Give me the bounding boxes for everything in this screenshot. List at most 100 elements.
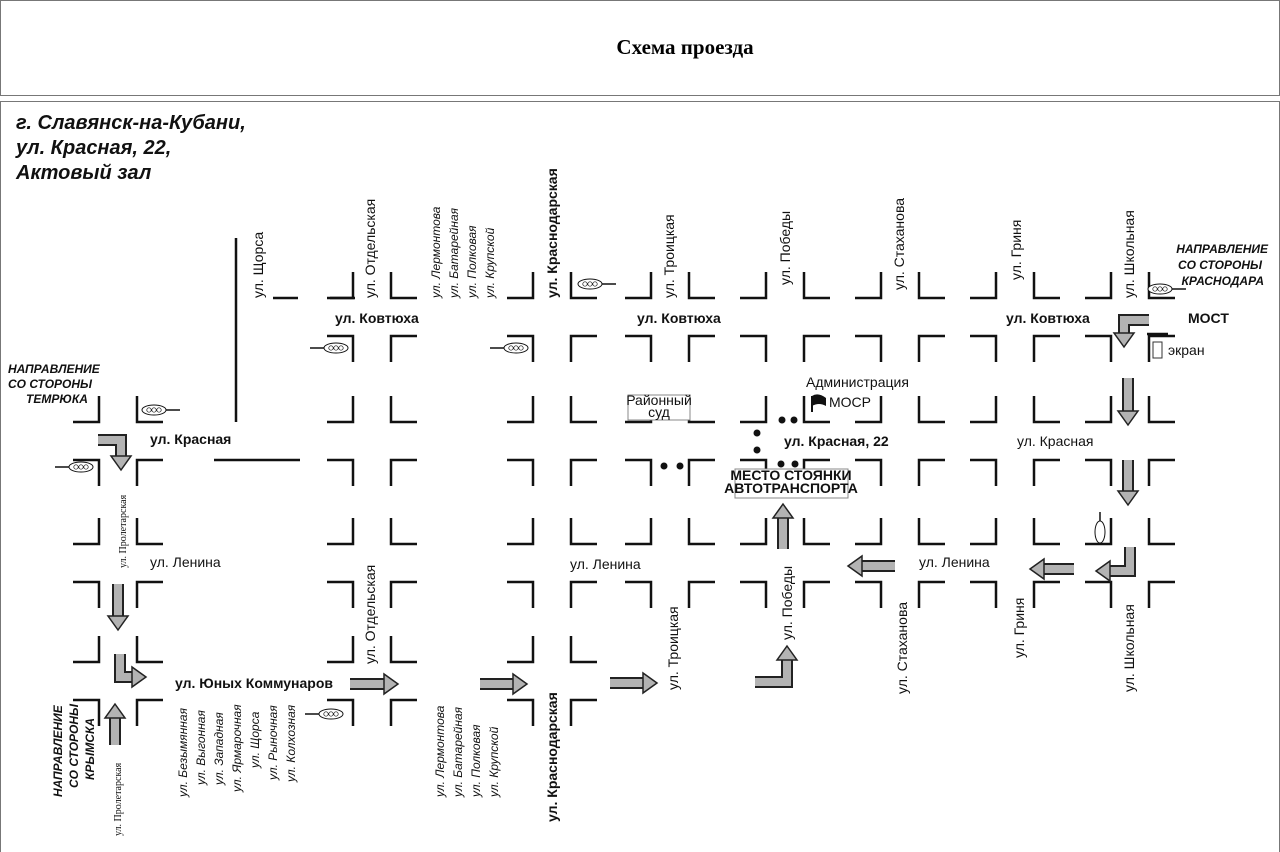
arrow-body <box>116 654 132 681</box>
street-grinya: ул. Гриня <box>1011 598 1027 658</box>
road-corner <box>389 698 417 726</box>
road-corner <box>507 396 535 424</box>
road-corner <box>389 272 417 300</box>
street-stakhanova: ул. Стаханова <box>894 602 910 694</box>
road-corner <box>802 580 830 608</box>
arrow-head <box>103 702 127 719</box>
road-corner <box>135 396 163 424</box>
street-zapadnaya: ул. Западная <box>212 712 226 786</box>
street-otdelskaya: ул. Отдельская <box>362 565 378 664</box>
road-corner <box>1085 272 1113 300</box>
header: Схема проезда <box>0 0 1280 96</box>
road-corner <box>507 272 535 300</box>
road-corner <box>687 458 715 486</box>
road-corner <box>327 458 355 486</box>
street-lenina: ул. Ленина <box>570 556 641 572</box>
parking-dot <box>777 460 785 468</box>
road-corner <box>970 458 998 486</box>
street-polkovaya: ул. Полковая <box>465 225 479 299</box>
street-lermontova: ул. Лермонтова <box>429 206 443 299</box>
road-corner <box>970 272 998 300</box>
street-rynochnaya: ул. Рыночная <box>266 705 280 781</box>
arrow-left <box>1028 557 1074 581</box>
road-corner <box>1085 518 1113 546</box>
road-corner <box>507 334 535 362</box>
road-corner <box>970 518 998 546</box>
road-corner <box>507 518 535 546</box>
road-corner <box>327 396 355 424</box>
arrow-head <box>771 502 795 519</box>
road-corner <box>625 518 653 546</box>
arrow-turn-right <box>114 654 148 689</box>
road-corner <box>917 334 945 362</box>
road-corner <box>1032 334 1060 362</box>
arrow-up <box>103 702 127 745</box>
direction-temryuk: ТЕМРЮКА <box>26 392 88 406</box>
arrow-body <box>98 436 125 456</box>
traffic-light-icon <box>141 404 180 416</box>
road-corner <box>740 580 768 608</box>
road-corner <box>625 334 653 362</box>
road-corner <box>802 272 830 300</box>
road-corner <box>327 518 355 546</box>
direction-temryuk: СО СТОРОНЫ <box>8 377 93 391</box>
route-arrows <box>98 314 1149 745</box>
road-corner <box>73 518 101 546</box>
road-corner <box>569 698 597 726</box>
road-corner <box>740 334 768 362</box>
traffic-light-icon <box>490 342 529 354</box>
flag-icon <box>811 394 826 412</box>
road-corner <box>135 636 163 664</box>
road-corner <box>917 580 945 608</box>
street-troitskaya: ул. Троицкая <box>661 214 677 298</box>
road-edges <box>73 238 1175 726</box>
court-box: Районный суд <box>626 392 692 421</box>
road-corner <box>687 580 715 608</box>
road-corner <box>135 698 163 726</box>
traffic-lights <box>55 278 1186 720</box>
arrow-head <box>642 671 659 695</box>
street-kovtyukha: ул. Ковтюха <box>335 310 419 326</box>
road-corner <box>507 636 535 664</box>
street-kovtyukha: ул. Ковтюха <box>1006 310 1090 326</box>
road-corner <box>569 518 597 546</box>
arrow-body <box>1110 547 1134 575</box>
road-corner <box>687 272 715 300</box>
screen-label: экран <box>1168 342 1205 358</box>
street-krupskoy: ул. Крупской <box>487 726 501 798</box>
street-lenina: ул. Ленина <box>150 554 221 570</box>
street-pobedy: ул. Победы <box>777 211 793 285</box>
road-corner <box>687 334 715 362</box>
road-corner <box>389 396 417 424</box>
arrow-left <box>846 554 895 578</box>
road-corner <box>917 518 945 546</box>
arrow-up <box>771 502 795 549</box>
street-shchorsa: ул. Щорса <box>250 232 266 298</box>
road-corner <box>970 334 998 362</box>
road-corner <box>970 580 998 608</box>
street-troitskaya: ул. Троицкая <box>665 606 681 690</box>
direction-krymsk: КРЫМСКА <box>83 718 97 780</box>
road-corner <box>73 580 101 608</box>
arrow-head <box>1116 490 1140 507</box>
road-corner <box>327 272 355 300</box>
road-corner <box>73 636 101 664</box>
street-vygonnaya: ул. Выгонная <box>194 710 208 786</box>
court-label: Районный <box>626 392 692 408</box>
city-line: г. Славянск-на-Кубани, <box>16 112 246 134</box>
arrow-right <box>350 672 400 696</box>
traffic-light-icon <box>305 708 344 720</box>
road-corner <box>855 334 883 362</box>
road-corner <box>389 636 417 664</box>
direction-krasnodar: НАПРАВЛЕНИЕ <box>1176 242 1269 256</box>
road-corner <box>1032 272 1060 300</box>
arrow-head <box>846 554 863 578</box>
mosr-label: МОСР <box>829 394 871 410</box>
road-corner <box>1147 518 1175 546</box>
road-corner <box>802 518 830 546</box>
direction-krasnodar: КРАСНОДАРА <box>1182 274 1264 288</box>
street-shkolnaya: ул. Школьная <box>1121 210 1137 298</box>
road-corner <box>327 636 355 664</box>
parking-dot <box>676 462 684 470</box>
